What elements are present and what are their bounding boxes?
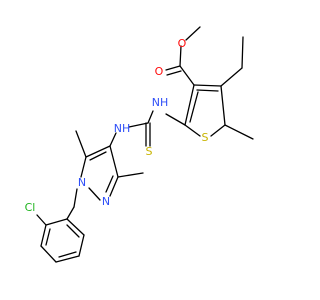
bond-pyrazole-c4-c5-inner — [89, 151, 107, 161]
bond-n1-ch2 — [73, 188, 78, 208]
bond-thiophene-methyl — [224, 124, 254, 140]
bond-phenyl-inner-b — [58, 251, 77, 258]
molecule-structure-canvas: O O S NH NH S N N Cl — [24, 26, 254, 263]
atom-nh-left: NH — [114, 122, 131, 135]
bond-phenyl-6 — [66, 218, 85, 236]
bond-ethyl-1 — [220, 67, 243, 87]
bond-pyrazole-c5-n1 — [80, 156, 87, 178]
atom-s-thiophene: S — [202, 131, 209, 144]
bond-thiophene-c4-c5 — [220, 85, 226, 126]
atom-labels: O O S NH NH S N N Cl — [25, 37, 209, 214]
bond-carbonyl-double-a — [165, 65, 181, 71]
bond-pyrazole-n1-n2 — [88, 187, 101, 201]
bond-phenyl-inner-c — [66, 224, 80, 238]
bond-nh-pyrazole — [109, 132, 117, 147]
bond-thiophene-c3-c4 — [193, 84, 222, 87]
bond-ester-c-ring — [179, 65, 195, 86]
bond-phenyl-2 — [40, 224, 47, 247]
molecule-structure: O O S NH NH S N N Cl — [25, 26, 254, 263]
bond-thiophene-c2-c3 — [184, 84, 195, 126]
bond-ester-o-c — [179, 45, 182, 67]
bond-pyrazole-c3-methyl — [117, 172, 144, 178]
bond-thiophene-c3-c4-inner — [196, 89, 219, 92]
bond-pyrazole-c3-c4 — [109, 145, 119, 178]
bond-thiourea-c-nh — [128, 122, 149, 128]
bond-phenyl-4 — [55, 255, 80, 263]
atom-cl: Cl — [25, 201, 36, 214]
bond-pyrazole-c4-c5 — [85, 145, 111, 158]
bond-ester-methyl — [185, 26, 201, 41]
bond-phenyl-1 — [45, 218, 68, 226]
atom-nh-right: NH — [152, 96, 169, 109]
bond-pyrazole-c5-methyl — [75, 130, 87, 158]
bond-ch2-phenyl — [66, 206, 75, 220]
bond-nh-thiourea-c — [147, 110, 154, 124]
atom-n-pyrazole-2: N — [102, 195, 110, 208]
bond-c2-nh — [165, 113, 186, 126]
bond-thiophene-c5-s — [210, 124, 226, 137]
bond-thiophene-s-c2 — [184, 124, 201, 137]
bond-pyrazole-n2-c3-inner — [105, 175, 114, 193]
atom-n-pyrazole-1: N — [78, 176, 86, 189]
atom-o-ester: O — [178, 37, 187, 50]
bond-carbonyl-double-b — [166, 70, 182, 76]
bond-ethyl-2 — [241, 36, 244, 69]
bond-phenyl-inner-a — [45, 228, 51, 246]
bond-pyrazole-n2-c3 — [109, 176, 119, 197]
bond-phenyl-5 — [78, 234, 85, 257]
atom-s-thiourea: S — [146, 145, 153, 158]
bond-thiophene-c2-c3-inner — [189, 91, 199, 123]
bond-phenyl-cl — [36, 214, 47, 226]
bond-phenyl-3 — [40, 245, 57, 263]
atom-o-carbonyl: O — [155, 65, 164, 78]
bonds — [36, 26, 254, 263]
